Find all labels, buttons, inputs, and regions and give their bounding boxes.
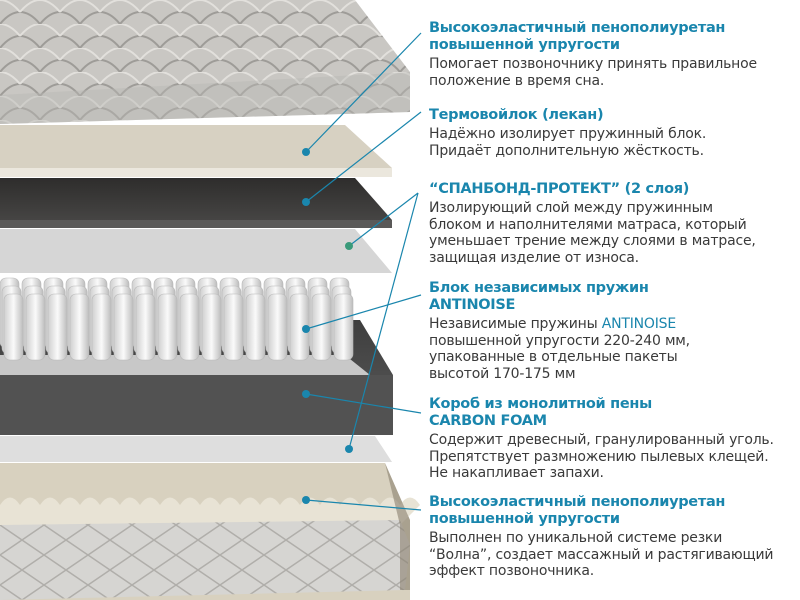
layer-info-spanbond: “СПАНБОНД-ПРОТЕКТ” (2 слоя) Изолирующий …: [429, 181, 799, 266]
spring-pocket: [3, 293, 24, 361]
layer-spanbond-bottom: [0, 436, 392, 462]
spring-pocket: [69, 293, 90, 361]
layer-top-foam: [0, 0, 410, 124]
title-line: Высокоэластичный пенополиуретан: [429, 494, 726, 510]
layer-bottom-foam: [0, 463, 420, 600]
title-line: Термовойлок (лекан): [429, 107, 604, 123]
spring-pocket: [113, 293, 134, 361]
desc-line: упакованные в отдельные пакеты: [429, 349, 678, 365]
title-line: повышенной упругости: [429, 37, 620, 53]
desc-line: Выполнен по уникальной системе резки: [429, 530, 723, 546]
layer-info-thermal-felt: Термовойлок (лекан) Надёжно изолирует пр…: [429, 107, 799, 159]
desc-line: уменьшает трение между слоями в матрасе,: [429, 233, 756, 249]
desc-line: Препятствует размножению пылевых клещей.: [429, 448, 769, 465]
layer-description: Надёжно изолирует пружинный блок.Придаёт…: [429, 126, 799, 159]
layer-spanbond-light: [0, 229, 392, 273]
desc-line: Изолирующий слой между пружинным: [429, 200, 713, 216]
layer-description: Изолирующий слой между пружинным блоком …: [429, 200, 799, 266]
spring-block: [0, 277, 354, 361]
layer-thermal-felt: [0, 125, 392, 177]
layer-description: Содержит древесный, гранулированный угол…: [429, 432, 799, 482]
desc-line: Независимые пружины ANTINOISE: [429, 316, 799, 333]
title-line: Высокоэластичный пенополиуретан: [429, 20, 726, 36]
marker-dot-springs: [302, 325, 310, 333]
desc-line: Придаёт дополнительную жёсткость.: [429, 142, 704, 159]
desc-line: эффект позвоночника.: [429, 563, 595, 579]
leader-lines: [305, 32, 422, 511]
title-line: CARBON FOAM: [429, 413, 547, 429]
spring-pocket: [333, 293, 354, 361]
title-line: повышенной упругости: [429, 511, 620, 527]
spring-pocket: [267, 293, 288, 361]
spring-pocket: [47, 293, 68, 361]
title-line: ANTINOISE: [429, 297, 516, 313]
layer-description: Выполнен по уникальной системе резки “Во…: [429, 530, 799, 580]
desc-line: Содержит древесный, гранулированный угол…: [429, 432, 774, 448]
marker-dot-bottom-foam: [302, 496, 310, 504]
layer-description: Независимые пружины ANTINOISE повышенной…: [429, 316, 799, 382]
marker-dot-spanbond-dark: [302, 198, 310, 206]
desc-line: защищая изделие от износа.: [429, 249, 639, 266]
spring-pocket: [201, 293, 222, 361]
marker-dot-felt: [302, 148, 310, 156]
layer-title: Термовойлок (лекан): [429, 107, 799, 124]
desc-line: высотой 170-175 мм: [429, 365, 576, 382]
title-line: “СПАНБОНД-ПРОТЕКТ” (2 слоя): [429, 181, 690, 197]
desc-line: Надёжно изолирует пружинный блок.: [429, 126, 707, 142]
desc-line: Не накапливает запахи.: [429, 465, 604, 481]
desc-line: положение в время сна.: [429, 72, 605, 89]
spring-pocket: [157, 293, 178, 361]
desc-line: “Волна”, создает массажный и растягивающ…: [429, 546, 774, 563]
desc-accent-brand: ANTINOISE: [601, 316, 676, 332]
desc-line: Помогает позвоночнику принять правильное: [429, 56, 757, 72]
desc-prefix: Независимые пружины: [429, 316, 602, 332]
marker-dot-spanbond-bottom: [345, 445, 353, 453]
title-line: Блок независимых пружин: [429, 280, 649, 296]
title-line: Короб из монолитной пены: [429, 396, 652, 412]
spring-pocket: [245, 293, 266, 361]
spring-pocket: [91, 293, 112, 361]
marker-dot-box: [302, 390, 310, 398]
spring-pocket: [179, 293, 200, 361]
layer-title: “СПАНБОНД-ПРОТЕКТ” (2 слоя): [429, 181, 799, 198]
spring-pocket: [135, 293, 156, 361]
desc-line: повышенной упругости 220-240 мм,: [429, 332, 690, 349]
spring-pocket: [25, 293, 46, 361]
layer-spanbond-dark: [0, 178, 392, 228]
spring-pocket: [223, 293, 244, 361]
marker-dot-spanbond-light: [345, 242, 353, 250]
layer-description: Помогает позвоночнику принять правильное…: [429, 56, 799, 89]
desc-line: блоком и наполнителями матраса, который: [429, 216, 747, 233]
